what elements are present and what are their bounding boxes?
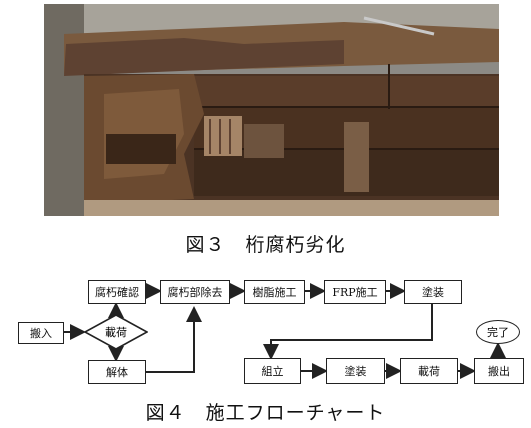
flow-node-jushi-seko: 樹脂施工 <box>244 280 305 304</box>
flow-node-kanryo: 完了 <box>476 320 520 344</box>
flow-node-fukyu-kakunin: 腐朽確認 <box>88 280 146 304</box>
figure3-caption: 図３ 桁腐朽劣化 <box>185 234 346 256</box>
flow-node-kumitate: 組立 <box>244 358 301 384</box>
flow-node-saika-label: 載荷 <box>105 326 127 339</box>
flow-node-frp-seko: FRP施工 <box>324 280 386 304</box>
flow-node-hannyu: 搬入 <box>18 322 64 344</box>
flow-node-kaitai: 解体 <box>88 360 146 384</box>
figure4-caption: 図４ 施工フローチャート <box>145 402 386 424</box>
flow-node-toso-1: 塗装 <box>404 280 462 304</box>
decision-diamond-shape <box>84 314 148 350</box>
flow-node-saika: 載荷 <box>84 314 148 350</box>
flow-node-toso-2: 塗装 <box>326 358 385 384</box>
flow-node-saika-2: 載荷 <box>400 358 458 384</box>
decayed-beam-photo <box>44 4 499 216</box>
flow-node-fukyu-jokyo: 腐朽部除去 <box>160 280 230 304</box>
flow-node-hanshutsu: 搬出 <box>474 358 524 384</box>
